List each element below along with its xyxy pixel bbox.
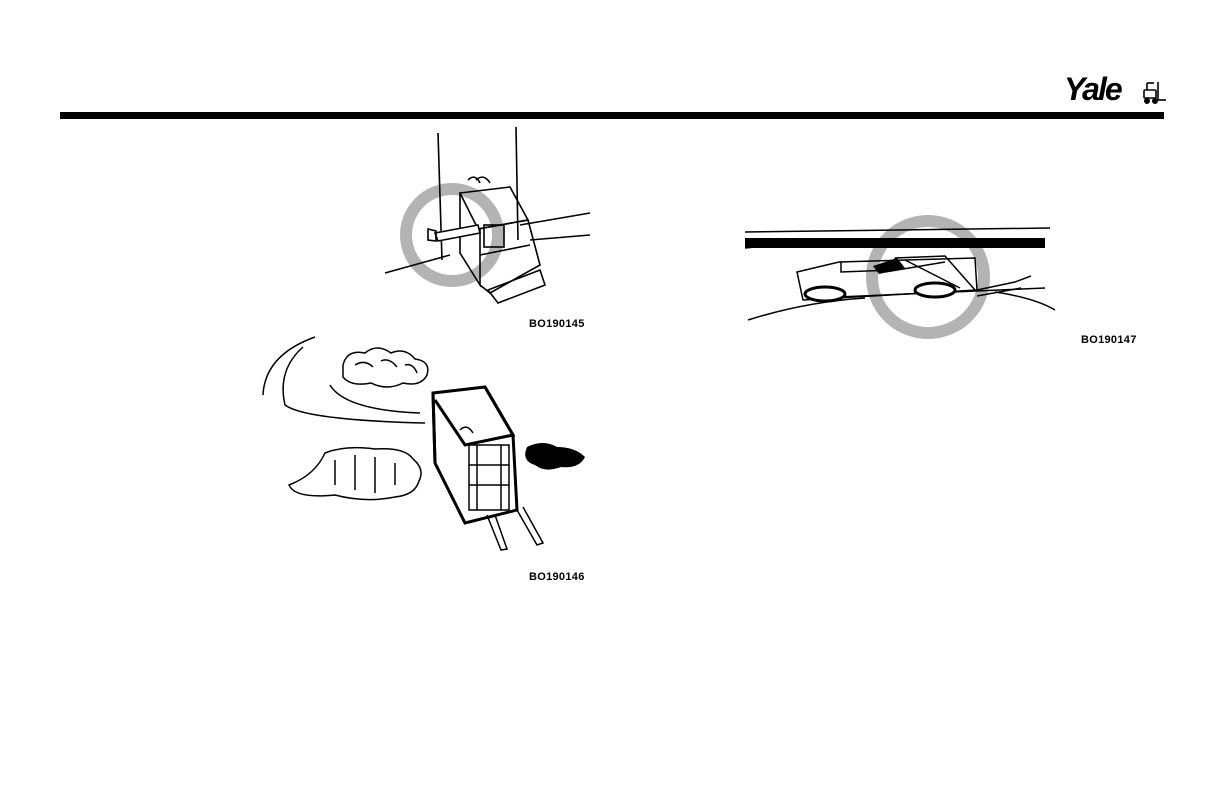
svg-text:Yale: Yale	[1064, 71, 1122, 107]
figure-caption: BO190146	[529, 571, 585, 583]
forklift-icon	[1144, 82, 1166, 103]
figure-arm-outside-truck	[380, 125, 595, 305]
yale-logo: Yale	[1062, 68, 1168, 108]
figure-low-clearance	[745, 210, 1060, 345]
figure-floor-hazards	[255, 335, 595, 560]
header-rule	[60, 112, 1164, 119]
figure-caption: BO190147	[1081, 334, 1137, 346]
forklift-drawing	[433, 387, 517, 523]
oil-spill	[525, 443, 585, 470]
figure-caption: BO190145	[529, 318, 585, 330]
prohibition-circle	[872, 221, 984, 333]
